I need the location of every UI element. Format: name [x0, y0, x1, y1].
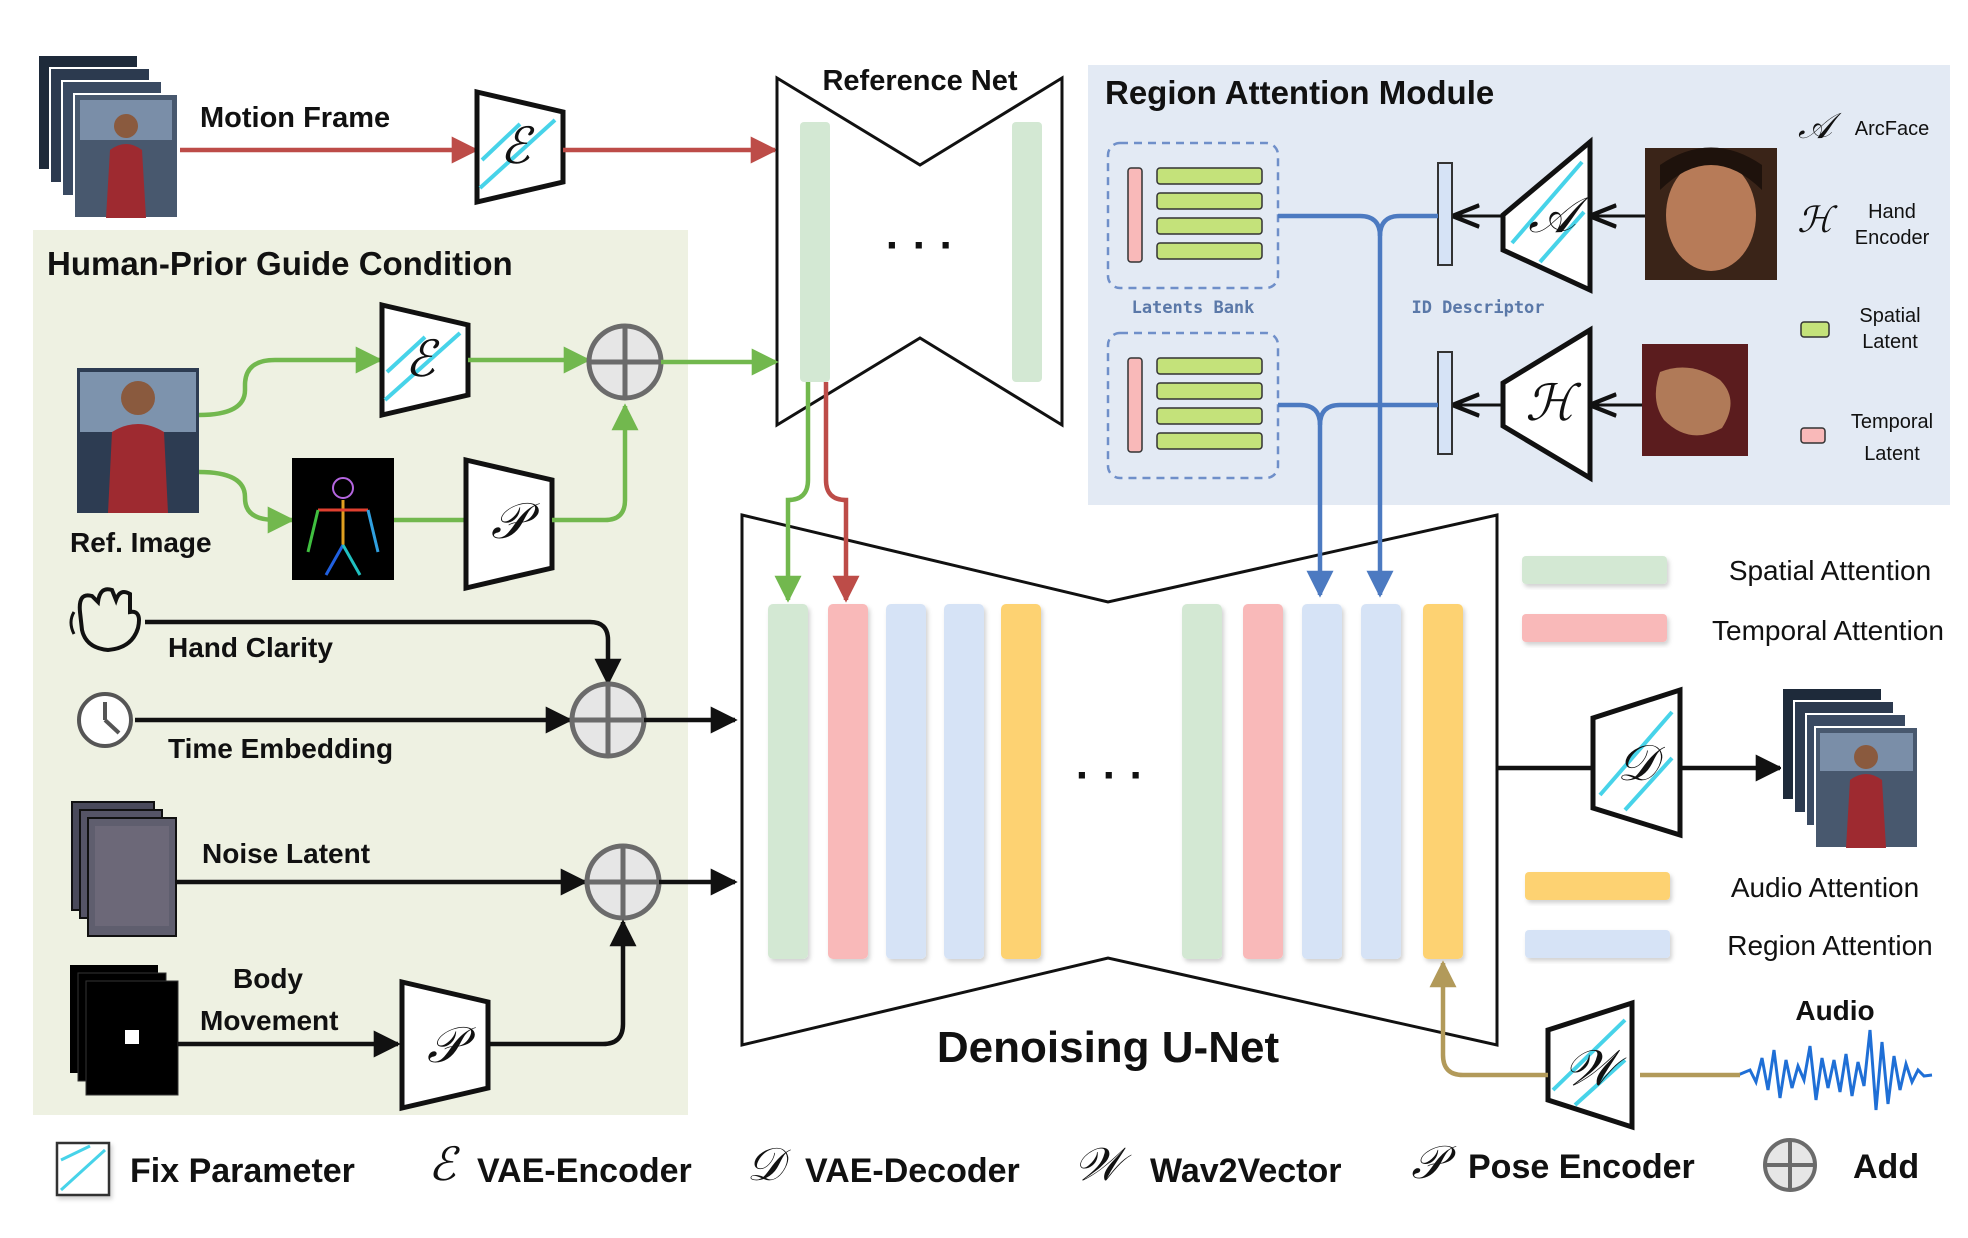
- add-node-noise: [584, 843, 662, 921]
- blue-id-top-line: [1377, 213, 1438, 237]
- legend-hand-label-2: Encoder: [1855, 227, 1930, 249]
- legend-pose-encoder-label: Pose Encoder: [1468, 1148, 1695, 1186]
- legend-vae-decoder-symbol: 𝒟: [747, 1137, 792, 1191]
- legend-vae-decoder-label: VAE-Decoder: [805, 1152, 1020, 1190]
- noise-latent-stack: [71, 801, 177, 937]
- motion-frame-label: Motion Frame: [200, 102, 390, 134]
- add-node-ref: [586, 323, 664, 401]
- hand-image: [1642, 344, 1748, 456]
- refnet-red-down-arrow: [823, 382, 860, 603]
- add-node-time: [569, 681, 647, 759]
- legend-spatial-attention-swatch: [1522, 556, 1667, 584]
- hand-icon: [69, 587, 141, 653]
- clock-icon: [77, 692, 133, 748]
- body-movement-stack: [70, 965, 179, 1096]
- time-embedding-label: Time Embedding: [168, 733, 393, 764]
- region-module-title: Region Attention Module: [1105, 74, 1494, 111]
- refnet-green-down-arrow: [774, 382, 811, 603]
- ref-image: [77, 368, 199, 513]
- body-pose-to-add-arrow: [488, 919, 637, 1047]
- pose-skeleton-image: [292, 458, 394, 580]
- legend-region-attention-label: Region Attention: [1727, 930, 1933, 961]
- id-descriptor-label: ID Descriptor: [1411, 298, 1544, 318]
- legend-wav2vector-label: Wav2Vector: [1150, 1152, 1342, 1190]
- id-descriptor-bottom: [1437, 351, 1453, 455]
- reference-net: · · ·: [775, 75, 1064, 428]
- legend-add-icon: [1763, 1138, 1817, 1192]
- ref-to-vae-arrow: [198, 346, 383, 418]
- ref-image-label: Ref. Image: [70, 527, 212, 558]
- arcface-encoder: 𝒜: [1500, 136, 1593, 294]
- legend-wav2vector-symbol: 𝒲: [1074, 1137, 1132, 1191]
- legend-spatial-latent-swatch: [1800, 321, 1830, 338]
- legend-temporal-label-1: Temporal: [1851, 411, 1933, 433]
- pose-to-add-arrow: [552, 403, 639, 523]
- output-frame-stack: [1781, 687, 1919, 849]
- motion-vae-encoder: ℰ: [474, 88, 566, 206]
- legend-temporal-latent-swatch: [1800, 427, 1826, 444]
- hand-encoder-symbol: ℋ: [1525, 374, 1582, 432]
- denoising-unet-label: Denoising U-Net: [937, 1023, 1280, 1072]
- legend-hand-label-1: Hand: [1868, 201, 1916, 223]
- hand-to-add-arrow: [145, 619, 622, 686]
- motion-frame-stack: [37, 54, 179, 219]
- refnet-ellipsis: · · ·: [886, 221, 954, 270]
- legend-region-attention-swatch: [1525, 930, 1670, 958]
- legend-vae-encoder-symbol: ℰ: [428, 1137, 460, 1191]
- audio-label: Audio: [1795, 995, 1874, 1026]
- motion-encoder-symbol: ℰ: [500, 117, 535, 175]
- legend-arcface-label: ArcFace: [1855, 118, 1929, 140]
- id-descriptor-top: [1437, 162, 1453, 266]
- legend-spatial-label-1: Spatial: [1859, 305, 1920, 327]
- legend-spatial-attention-label: Spatial Attention: [1729, 555, 1931, 586]
- body-pose-encoder: 𝒫: [399, 978, 491, 1112]
- hand-encoder: ℋ: [1500, 325, 1593, 483]
- legend-vae-encoder-label: VAE-Encoder: [477, 1152, 692, 1190]
- body-label: Body: [233, 963, 303, 994]
- vae-decoder: 𝒟: [1590, 686, 1683, 839]
- legend-fix-parameter-icon: [55, 1141, 111, 1197]
- legend-pose-encoder-symbol: 𝒫: [1411, 1135, 1456, 1189]
- latents-bank-bottom: [1106, 331, 1280, 480]
- legend-temporal-label-2: Latent: [1864, 443, 1920, 465]
- unet-ellipsis: · · ·: [1076, 751, 1144, 800]
- latents-bank-label: Latents Bank: [1132, 298, 1255, 318]
- legend-spatial-label-2: Latent: [1862, 331, 1918, 353]
- legend-temporal-attention-label: Temporal Attention: [1712, 615, 1944, 646]
- ref-to-pose-arrow: [198, 469, 295, 534]
- wav2vec-to-unet-arrow: [1429, 960, 1548, 1078]
- ref-encoder-symbol: ℰ: [405, 330, 440, 388]
- legend-audio-attention-label: Audio Attention: [1731, 872, 1919, 903]
- reference-net-label: Reference Net: [822, 65, 1017, 97]
- denoising-unet: · · ·: [740, 513, 1499, 1047]
- legend-temporal-attention-swatch: [1522, 614, 1667, 642]
- legend-fix-parameter-label: Fix Parameter: [130, 1152, 355, 1190]
- ref-vae-encoder: ℰ: [379, 301, 471, 419]
- legend-add-label: Add: [1853, 1148, 1919, 1186]
- audio-waveform: [1737, 1029, 1933, 1111]
- ref-pose-encoder: 𝒫: [463, 456, 555, 592]
- hand-clarity-label: Hand Clarity: [168, 632, 333, 663]
- legend-hand-symbol: ℋ: [1797, 200, 1838, 241]
- noise-latent-label: Noise Latent: [202, 838, 370, 869]
- blue-id-bottom-line: [1317, 402, 1438, 426]
- wav2vector-encoder: 𝒲: [1545, 999, 1635, 1131]
- face-image: [1645, 147, 1777, 280]
- human-prior-title: Human-Prior Guide Condition: [47, 245, 513, 282]
- legend-audio-attention-swatch: [1525, 872, 1670, 900]
- movement-label: Movement: [200, 1005, 338, 1036]
